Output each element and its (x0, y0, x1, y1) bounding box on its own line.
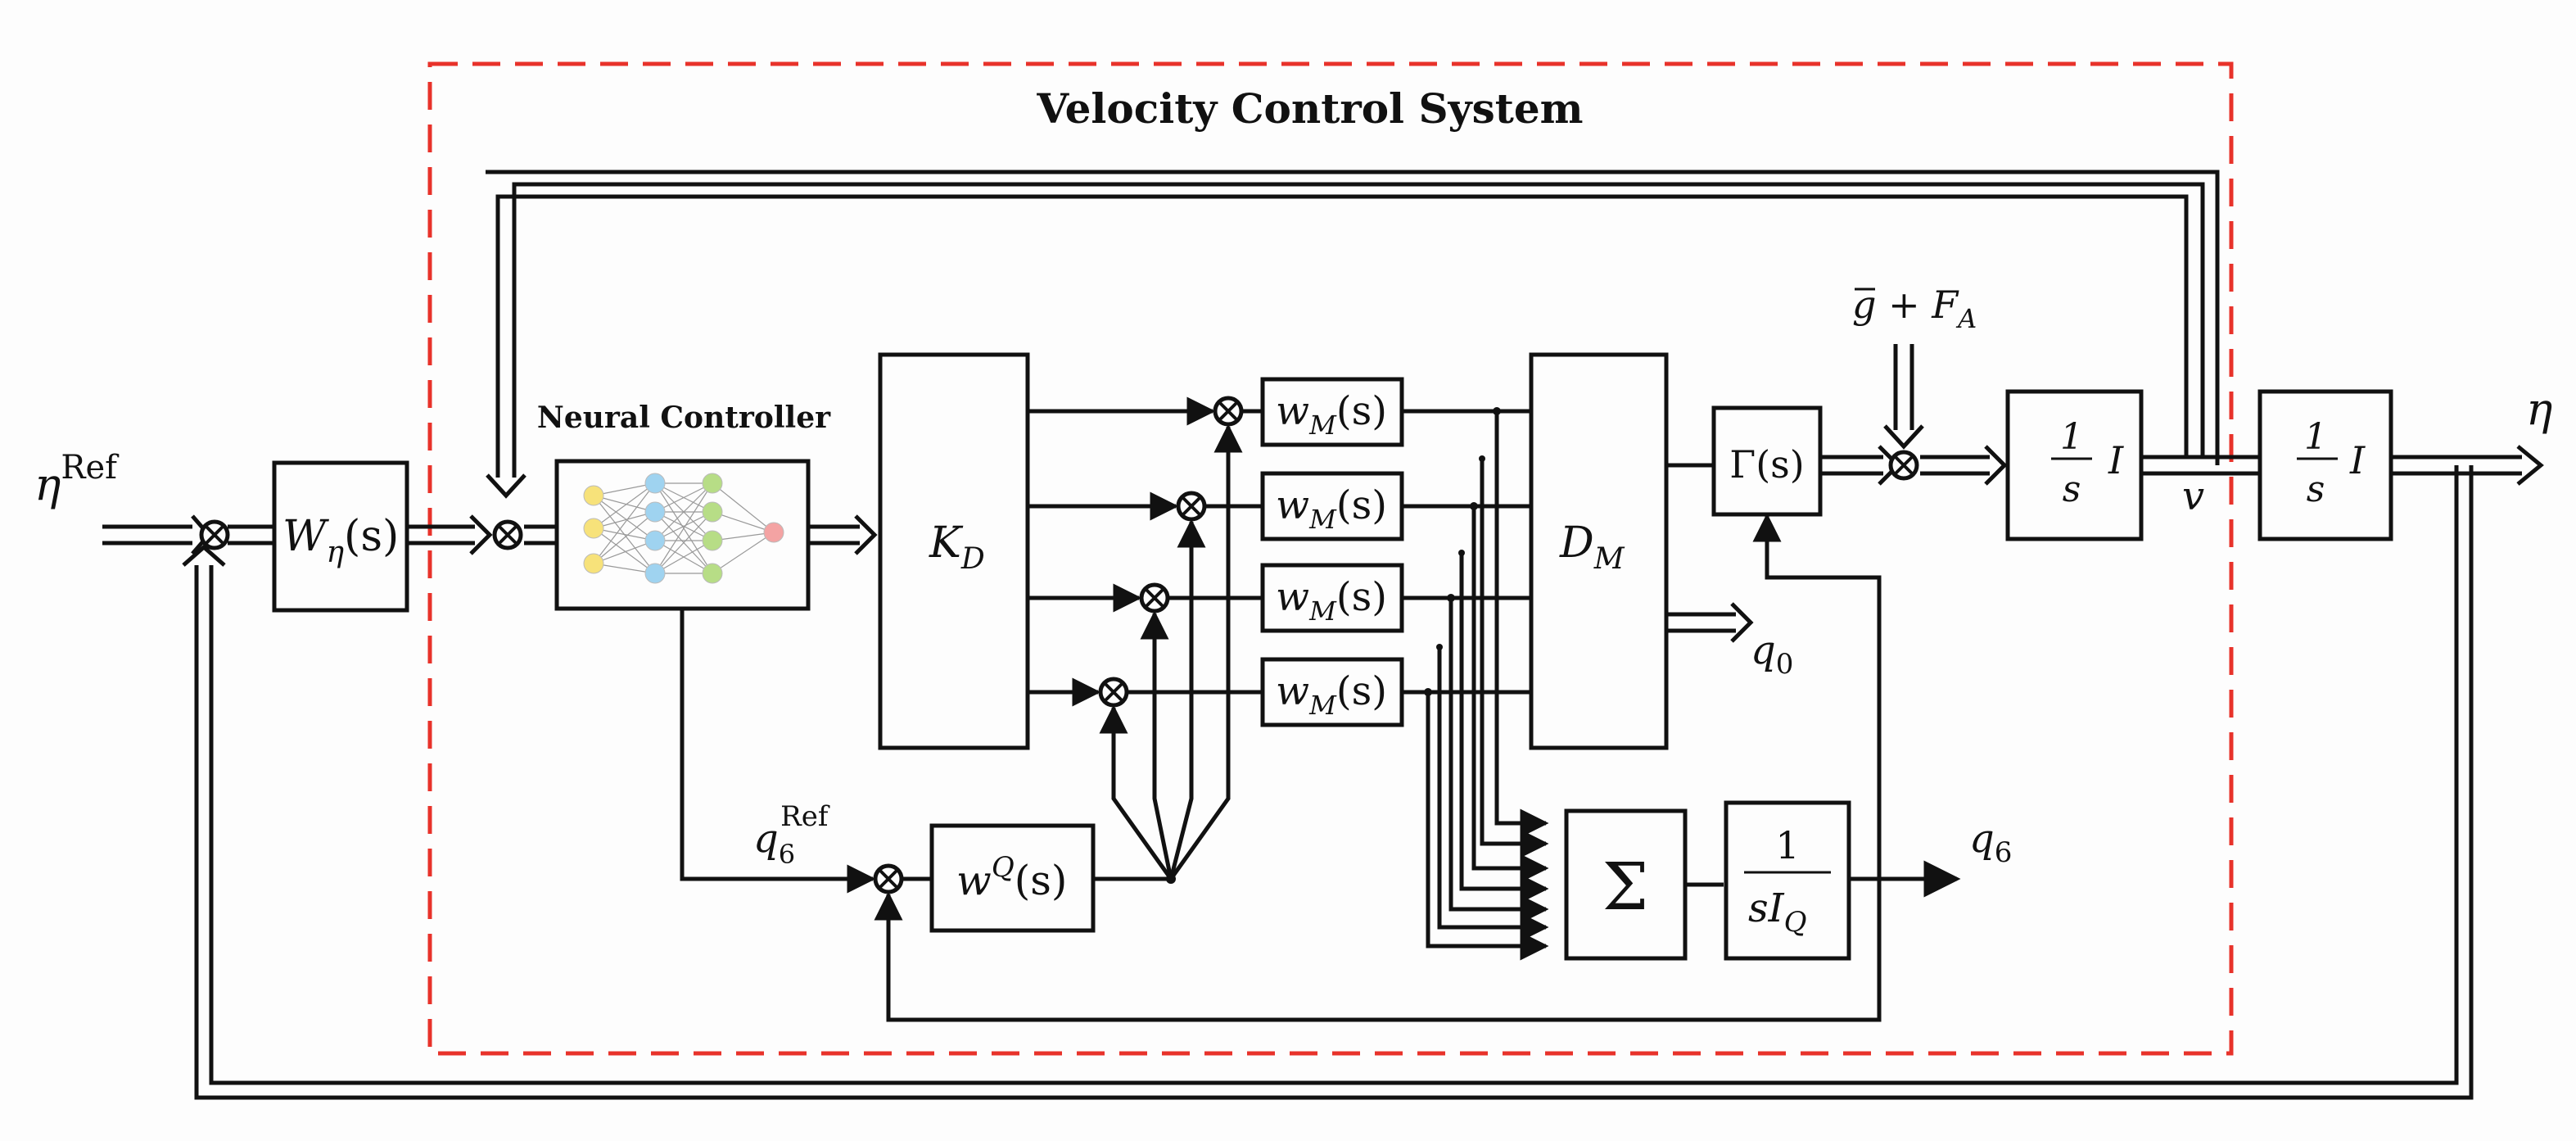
v-label: v (2182, 473, 2204, 519)
nn-connection (593, 540, 656, 564)
svg-text:KD: KD (929, 518, 985, 576)
svg-text:I: I (2349, 438, 2366, 482)
nn-connection (654, 540, 713, 574)
nn-connection (654, 482, 713, 513)
svg-text:sIQ: sIQ (1748, 885, 1806, 939)
q6-ref-label: q6Ref (753, 800, 830, 870)
nn-connection (712, 482, 775, 533)
nn-connection (654, 482, 713, 574)
nn-connection (712, 532, 775, 574)
nn-connection (593, 482, 656, 529)
nn-connection (593, 482, 656, 496)
inertia-q-block: 1 sIQ (1724, 800, 1851, 961)
frame-title: Velocity Control System (1036, 84, 1583, 133)
integrator-block-2: 1 s I (2257, 389, 2393, 541)
summing-junction-2 (492, 519, 523, 550)
nn-connection (593, 511, 656, 564)
svg-text:DM: DM (1559, 518, 1625, 576)
wm-block-1: wM(s) (1260, 377, 1404, 447)
svg-text:wM(s): wM(s) (1276, 482, 1387, 535)
svg-text:1: 1 (2304, 416, 2327, 458)
nn-connection (593, 482, 656, 564)
nn-connection (593, 527, 656, 574)
svg-text:I: I (2108, 438, 2124, 482)
nn-connection (593, 563, 656, 574)
nn-neuron (644, 530, 666, 551)
nn-neuron (644, 501, 666, 523)
summing-junction-3 (1888, 450, 1919, 481)
wm-block-2: wM(s) (1260, 471, 1404, 541)
svg-text:Σ: Σ (1602, 849, 1649, 925)
nn-neuron (702, 530, 723, 551)
nn-connection (654, 482, 713, 541)
nn-connection (712, 532, 775, 541)
wq-block: wQ(s) (929, 823, 1096, 933)
nn-neuron (644, 473, 666, 494)
q0-label: q0 (1751, 627, 1793, 681)
dm-block: DM (1529, 352, 1669, 750)
svg-text:wQ(s): wQ(s) (956, 851, 1067, 904)
neural-controller-block (554, 459, 811, 611)
nn-connection (654, 511, 713, 541)
nn-connection (593, 495, 656, 541)
eta-ref-label: ηRef (34, 449, 120, 510)
summing-junction-m1 (1213, 396, 1244, 427)
gamma-block: Γ(s) (1711, 405, 1823, 517)
summing-junction-m3 (1139, 582, 1170, 614)
nn-neuron (583, 485, 604, 506)
svg-text:1: 1 (1775, 823, 1799, 867)
svg-text:1: 1 (2060, 416, 2083, 458)
kd-block: KD (878, 352, 1030, 750)
wm-block-4: wM(s) (1260, 657, 1404, 727)
nn-connection (593, 495, 656, 513)
neural-controller-label: Neural Controller (537, 401, 831, 435)
eta-out-label: η (2526, 383, 2552, 435)
nn-connection (593, 511, 656, 529)
svg-text:wM(s): wM(s) (1276, 574, 1387, 627)
nn-connection (712, 511, 775, 533)
nn-neuron (763, 522, 784, 543)
summing-junction-q6 (873, 863, 904, 894)
nn-connection (593, 527, 656, 541)
wm-block-3: wM(s) (1260, 563, 1404, 633)
nn-connection (654, 511, 713, 574)
svg-text:wM(s): wM(s) (1276, 388, 1387, 441)
nn-neuron (583, 518, 604, 539)
svg-text:s: s (2063, 469, 2081, 510)
nn-neuron (702, 563, 723, 584)
svg-text:Wη(s): Wη(s) (282, 512, 399, 569)
nn-neuron (702, 473, 723, 494)
summing-junction-m4 (1098, 677, 1129, 708)
svg-text:s: s (2307, 469, 2325, 510)
w-eta-block: Wη(s) (272, 460, 409, 613)
nn-neuron (583, 553, 604, 574)
svg-text:wM(s): wM(s) (1276, 668, 1387, 721)
summing-junction-1 (199, 519, 230, 550)
nn-neuron (644, 563, 666, 584)
sigma-block: Σ (1564, 808, 1688, 961)
velocity-control-frame (427, 61, 2234, 1056)
svg-text:Γ(s): Γ(s) (1729, 442, 1804, 487)
q6-label: q6 (1969, 816, 2012, 869)
summing-junction-m2 (1176, 491, 1207, 522)
nn-neuron (702, 501, 723, 523)
integrator-block-1: 1 s I (2005, 389, 2144, 541)
